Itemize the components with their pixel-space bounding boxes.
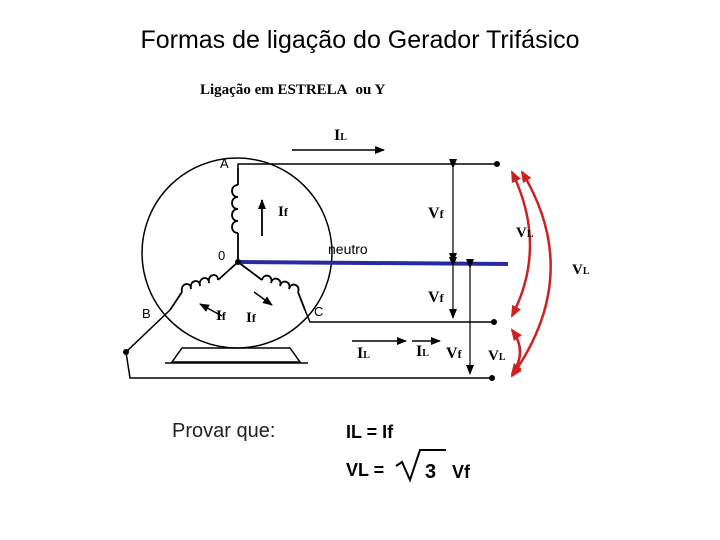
label-vf-lower: Vf (428, 289, 445, 306)
proof-equation-2-radicand: 3 (425, 461, 436, 483)
terminal-c (491, 319, 497, 325)
line-wire-a (237, 163, 497, 168)
line-wire-b (125, 309, 492, 379)
label-vf-bottom: Vf (446, 345, 463, 362)
label-il-top: IL (334, 127, 347, 144)
winding-a (231, 168, 239, 262)
generator-stator-circle (141, 157, 333, 349)
proof-equation-2-lhs: VL = (346, 460, 384, 480)
node-label-c: C (314, 304, 323, 319)
label-il-bottom-2: IL (416, 343, 429, 360)
node-label-a: A (220, 156, 229, 171)
terminal-b-left (123, 349, 129, 355)
vl-arrow-ac (510, 170, 532, 318)
current-arrow-if-c (253, 291, 273, 306)
heading-suffix: ou Y (356, 82, 386, 98)
label-if-a: If (278, 204, 289, 220)
vl-arrow-ab (510, 170, 552, 378)
label-vl-cb: VL (488, 348, 506, 364)
node-label-b: B (142, 306, 151, 321)
proof-equation-2-tail: Vf (452, 462, 471, 482)
label-vf-upper: Vf (428, 205, 445, 222)
node-label-zero: 0 (218, 248, 225, 263)
label-if-b: If (216, 308, 227, 324)
label-vl-ac: VL (516, 225, 534, 241)
heading-main: Ligação em ESTRELA (200, 82, 348, 98)
label-vl-ab: VL (572, 262, 590, 278)
label-if-c: If (246, 310, 257, 326)
neutral-line (237, 260, 509, 266)
slide-title: Formas de ligação do Gerador Trifásico (140, 26, 580, 54)
diagram-heading: Ligação em ESTRELA ou Y (200, 82, 386, 98)
terminal-a (494, 161, 500, 167)
winding-b (169, 261, 239, 311)
terminal-b (489, 375, 495, 381)
winding-c (237, 261, 306, 311)
current-arrow-if-b (199, 303, 223, 317)
line-wire-c (304, 309, 494, 323)
generator-base (170, 347, 302, 363)
star-point (235, 259, 241, 265)
proof-prompt: Provar que: (172, 420, 275, 442)
sqrt-symbol (395, 449, 446, 483)
label-il-bottom-1: IL (357, 345, 370, 362)
proof-equation-1: IL = If (346, 422, 394, 442)
vl-arrow-cb (510, 328, 522, 376)
label-neutro: neutro (328, 241, 368, 257)
